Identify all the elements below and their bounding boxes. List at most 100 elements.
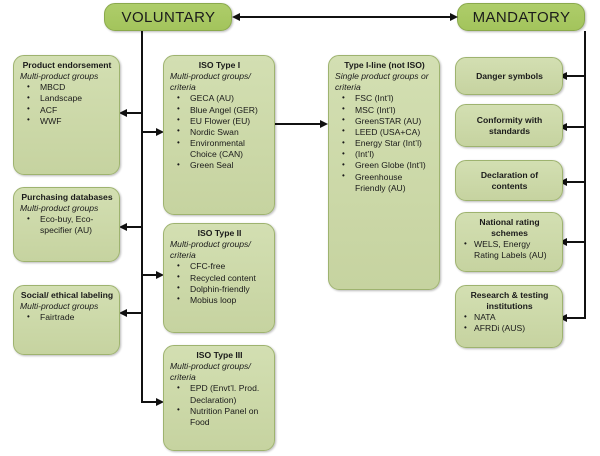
bullet-list-type-i-line: FSC (Int’l) MSC (Int’l) GreenSTAR (AU) L… xyxy=(335,93,434,194)
box-product-endorsement[interactable]: Product endorsement Multi-product groups… xyxy=(13,55,120,175)
list-item: Energy Star (Int’l) xyxy=(335,138,434,149)
box-type-i-line[interactable]: Type I-line (not ISO) Single product gro… xyxy=(328,55,440,290)
list-item: Environmental Choice (CAN) xyxy=(170,138,269,160)
list-item: Eco-buy, Eco-specifier (AU) xyxy=(20,214,114,236)
box-iso-type-ii[interactable]: ISO Type II Multi-product groups/ criter… xyxy=(163,223,275,333)
branch-to-social-ethical-labeling xyxy=(126,312,143,314)
list-item: EU Flower (EU) xyxy=(170,115,269,127)
arrowhead-iso-type-i xyxy=(156,127,164,136)
branch-to-declaration xyxy=(566,181,586,183)
arrowhead-product-endorsement xyxy=(119,108,127,117)
branch-to-conformity xyxy=(566,126,586,128)
box-research-testing-institutions[interactable]: Research & testing institutions NATA AFR… xyxy=(455,285,563,348)
box-title-iso-type-i: ISO Type I xyxy=(198,60,241,70)
bullet-list-iso-type-i: GECA (AU) Blue Angel (GER) EU Flower (EU… xyxy=(170,93,269,171)
box-title-national-rating-schemes: National rating schemes xyxy=(479,217,540,238)
list-item: Greenhouse Friendly (AU) xyxy=(335,171,434,194)
branch-to-iso-type-i xyxy=(141,131,157,133)
box-title-declaration-of-contents: Declaration of contents xyxy=(480,169,539,191)
header-label-voluntary: VOLUNTARY xyxy=(121,8,216,26)
bullet-list-iso-type-ii: CFC-free Recycled content Dolphin-friend… xyxy=(170,261,269,306)
list-item: CFC-free xyxy=(170,261,269,272)
branch-to-iso-type-ii xyxy=(141,274,157,276)
branch-to-product-endorsement xyxy=(126,112,143,114)
list-item: (Int’l) xyxy=(335,149,434,160)
branch-to-danger-symbols xyxy=(566,75,586,77)
branch-to-national-rating xyxy=(566,241,586,243)
list-item: NATA xyxy=(462,311,557,323)
list-item: AFRDi (AUS) xyxy=(462,323,557,334)
trunk-voluntary xyxy=(141,31,143,403)
box-subtitle-purchasing-databases: Multi-product groups xyxy=(20,203,99,213)
box-purchasing-databases[interactable]: Purchasing databases Multi-product group… xyxy=(13,187,120,262)
box-title-conformity-with-standards: Conformity with standards xyxy=(476,114,543,136)
arrowhead-national-rating xyxy=(559,237,567,246)
list-item: Green Seal xyxy=(170,160,269,171)
box-title-danger-symbols: Danger symbols xyxy=(476,70,543,81)
list-item: MSC (Int’l) xyxy=(335,104,434,116)
arrowhead-research-testing xyxy=(559,313,567,322)
list-item: Recycled content xyxy=(170,272,269,284)
list-item: ACF xyxy=(20,104,114,116)
header-box-mandatory[interactable]: MANDATORY xyxy=(457,3,585,31)
bullet-list-purchasing-databases: Eco-buy, Eco-specifier (AU) xyxy=(20,214,114,236)
list-item: Mobius loop xyxy=(170,294,269,306)
branch-to-iso-type-iii xyxy=(141,401,157,403)
box-subtitle-product-endorsement: Multi-product groups xyxy=(20,71,99,81)
list-item: GECA (AU) xyxy=(170,93,269,104)
box-title-product-endorsement: Product endorsement xyxy=(22,60,112,70)
list-item: Nordic Swan xyxy=(170,126,269,138)
box-title-research-testing-institutions: Research & testing institutions xyxy=(470,290,549,311)
list-item: Fairtrade xyxy=(20,312,114,323)
trunk-mandatory xyxy=(584,31,586,319)
box-subtitle-social-ethical-labeling: Multi-product groups xyxy=(20,301,99,311)
box-subtitle-iso-type-iii: Multi-product groups/ criteria xyxy=(170,361,251,383)
list-item: WWF xyxy=(20,115,114,127)
box-conformity-with-standards[interactable]: Conformity with standards xyxy=(455,104,563,147)
list-item: FSC (Int’l) xyxy=(335,93,434,104)
bullet-list-national-rating-schemes: WELS, Energy Rating Labels (AU) xyxy=(462,238,557,261)
list-item: Blue Angel (GER) xyxy=(170,104,269,116)
bullet-list-product-endorsement: MBCD Landscape ACF WWF xyxy=(20,82,114,127)
list-item: EPD (Envt’l. Prod. Declaration) xyxy=(170,383,269,405)
list-item: WELS, Energy Rating Labels (AU) xyxy=(462,238,557,261)
arrowhead-toward-mandatory xyxy=(450,12,458,21)
list-item: Nutrition Panel on Food xyxy=(170,405,269,428)
box-danger-symbols[interactable]: Danger symbols xyxy=(455,57,563,95)
arrowhead-type-i-line xyxy=(320,119,328,128)
box-social-ethical-labeling[interactable]: Social/ ethical labeling Multi-product g… xyxy=(13,285,120,355)
bullet-list-iso-type-iii: EPD (Envt’l. Prod. Declaration) Nutritio… xyxy=(170,383,269,428)
branch-to-purchasing-databases xyxy=(126,226,143,228)
list-item: Dolphin-friendly xyxy=(170,283,269,295)
bullet-list-social-ethical-labeling: Fairtrade xyxy=(20,312,114,323)
box-iso-type-iii[interactable]: ISO Type III Multi-product groups/ crite… xyxy=(163,345,275,451)
list-item: Landscape xyxy=(20,93,114,104)
connector-iso-type-i-to-type-i-line xyxy=(275,123,321,125)
box-title-type-i-line: Type I-line (not ISO) xyxy=(344,60,425,70)
arrowhead-purchasing-databases xyxy=(119,222,127,231)
box-title-iso-type-ii: ISO Type II xyxy=(197,228,242,238)
box-national-rating-schemes[interactable]: National rating schemes WELS, Energy Rat… xyxy=(455,212,563,272)
arrowhead-conformity xyxy=(559,122,567,131)
header-box-voluntary[interactable]: VOLUNTARY xyxy=(104,3,232,31)
bullet-list-research-testing-institutions: NATA AFRDi (AUS) xyxy=(462,311,557,334)
box-title-purchasing-databases: Purchasing databases xyxy=(21,192,113,202)
box-declaration-of-contents[interactable]: Declaration of contents xyxy=(455,160,563,201)
branch-to-research-testing xyxy=(566,317,586,319)
connector-voluntary-mandatory xyxy=(238,16,452,18)
header-label-mandatory: MANDATORY xyxy=(472,8,571,26)
list-item: LEED (USA+CA) xyxy=(335,126,434,138)
box-subtitle-type-i-line: Single product groups or criteria xyxy=(335,71,429,93)
list-item: GreenSTAR (AU) xyxy=(335,115,434,127)
arrowhead-social-ethical-labeling xyxy=(119,308,127,317)
box-title-social-ethical-labeling: Social/ ethical labeling xyxy=(20,290,114,300)
arrowhead-iso-type-iii xyxy=(156,397,164,406)
arrowhead-toward-voluntary xyxy=(232,12,240,21)
arrowhead-danger-symbols xyxy=(559,71,567,80)
arrowhead-iso-type-ii xyxy=(156,270,164,279)
list-item: Green Globe (Int’l) xyxy=(335,160,434,171)
box-subtitle-iso-type-i: Multi-product groups/ criteria xyxy=(170,71,251,93)
box-iso-type-i[interactable]: ISO Type I Multi-product groups/ criteri… xyxy=(163,55,275,215)
box-subtitle-iso-type-ii: Multi-product groups/ criteria xyxy=(170,239,251,261)
